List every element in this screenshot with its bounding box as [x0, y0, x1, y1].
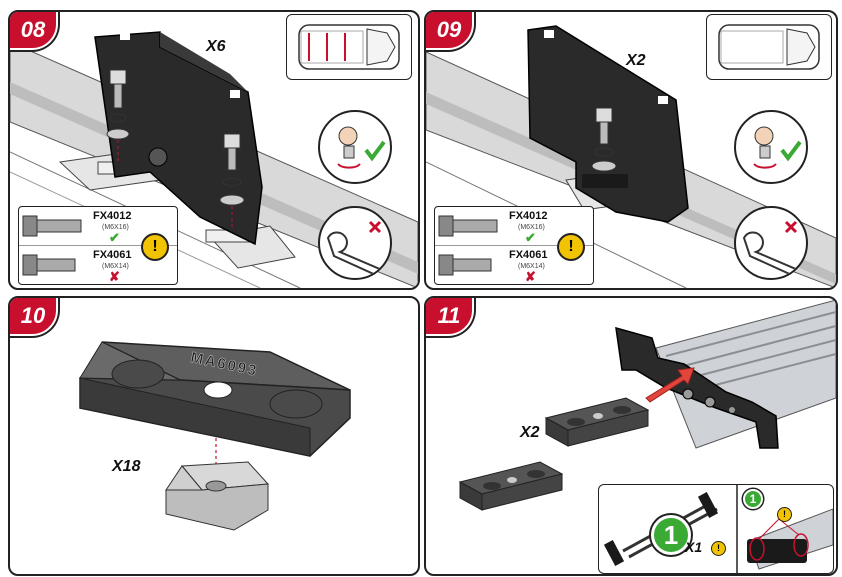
- bolt-selection-box: FX4012 (M6X16) ✔ FX4061 (M6X14) ✘ !: [18, 206, 178, 285]
- step-10-panel: 10 MA6093 X18: [8, 296, 420, 576]
- bolt-code: FX4012: [509, 210, 548, 222]
- step-11-illustration: [458, 299, 836, 511]
- bolt-selection-box: FX4012 (M6X16) ✔ FX4061 (M6X14) ✘ !: [434, 206, 594, 285]
- step-08-illustration: [10, 31, 418, 288]
- bolt-icon: [438, 215, 498, 237]
- bolt-size: (M6X14): [518, 263, 545, 270]
- check-icon: ✔: [109, 230, 120, 245]
- inset-quantity-label: X1: [685, 539, 703, 555]
- hand-tighten-circle: [318, 110, 392, 184]
- van-top-view-inset: [286, 14, 412, 80]
- wrench-prohibited-circle: [734, 206, 808, 280]
- bolt-option-wrong: FX4061 (M6X14) ✘: [435, 245, 593, 284]
- bolt-size: (M6X16): [102, 224, 129, 231]
- hand-tighten-icon: [337, 126, 386, 169]
- van-top-view-icon: [718, 24, 820, 70]
- van-top-view-inset: [706, 14, 832, 80]
- bolt-code: FX4061: [93, 249, 132, 261]
- van-top-view-icon: [298, 24, 400, 70]
- bolt-size: (M6X14): [102, 263, 129, 270]
- bolt-icon: [22, 215, 82, 237]
- hand-tighten-icon: [753, 126, 802, 169]
- step-08-panel: 08 X6 FX4012: [8, 10, 420, 290]
- bolt-option-wrong: FX4061 (M6X14) ✘: [19, 245, 177, 284]
- rail-fitting-illustration: [603, 485, 833, 573]
- bolt-icon: [22, 254, 76, 276]
- bolt-code: FX4012: [93, 210, 132, 222]
- cross-icon: ✘: [109, 269, 120, 284]
- wrench-prohibited-icon: [742, 220, 800, 278]
- quantity-label: X2: [626, 52, 646, 69]
- bolt-option-correct: FX4012 (M6X16) ✔: [19, 207, 177, 245]
- step-09-panel: 09 X2 FX4012 (M6X16) ✔: [424, 10, 838, 290]
- step-10-illustration: [79, 341, 351, 531]
- warning-icon: !: [141, 233, 169, 261]
- warning-icon: !: [711, 541, 726, 556]
- bolt-size: (M6X16): [518, 224, 545, 231]
- quantity-label: X18: [112, 458, 141, 475]
- step-11-panel: 1 1 X2 1 X1 ! 1 !: [424, 296, 838, 576]
- wrench-prohibited-icon: [326, 220, 384, 278]
- step-1-badge: 1: [651, 515, 691, 555]
- quantity-label: X6: [206, 38, 226, 55]
- bolt-option-correct: FX4012 (M6X16) ✔: [435, 207, 593, 245]
- bolt-code: FX4061: [509, 249, 548, 261]
- step-09-illustration: [426, 25, 836, 288]
- cross-icon: ✘: [525, 269, 536, 284]
- warning-icon: !: [557, 233, 585, 261]
- quantity-label: X2: [520, 424, 540, 441]
- rail-fitting-inset: 1 X1 ! 1 !: [598, 484, 834, 574]
- step-1-badge-small: 1: [743, 489, 763, 509]
- warning-icon: !: [777, 507, 792, 522]
- check-icon: ✔: [525, 230, 536, 245]
- hand-tighten-circle: [734, 110, 808, 184]
- wrench-prohibited-circle: [318, 206, 392, 280]
- bolt-icon: [438, 254, 492, 276]
